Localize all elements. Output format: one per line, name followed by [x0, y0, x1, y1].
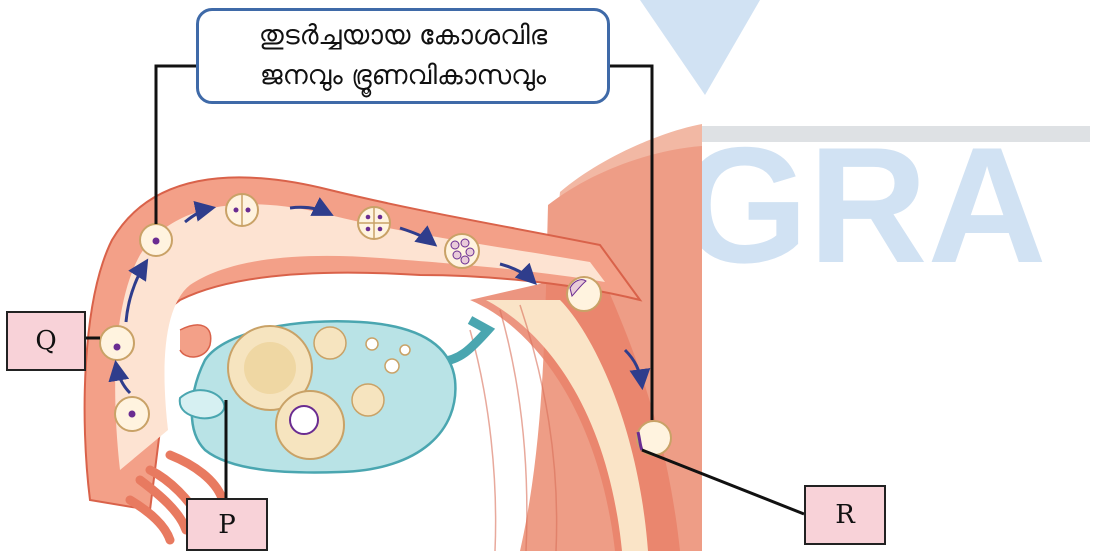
caption-line-1: തുടർച്ചയായ കോശവിഭ [259, 16, 547, 56]
two-cell-stage [226, 194, 258, 226]
watermark: GRA [640, 0, 1090, 297]
label-p: P [186, 498, 268, 551]
fertilized-egg [100, 326, 134, 360]
zygote [140, 224, 172, 256]
blastocyst [567, 277, 601, 311]
label-r: R [804, 485, 886, 545]
morula [445, 234, 479, 268]
ovulated-egg [115, 397, 149, 431]
stage-caption-box: തുടർച്ചയായ കോശവിഭ ജനവും ഭ്രൂണവികാസവും [196, 8, 610, 104]
four-cell-stage [358, 207, 390, 239]
caption-line-2: ജനവും ഭ്രൂണവികാസവും [260, 56, 546, 96]
uterus [470, 124, 702, 551]
watermark-text: GRA [680, 113, 1047, 297]
label-q: Q [6, 311, 86, 371]
